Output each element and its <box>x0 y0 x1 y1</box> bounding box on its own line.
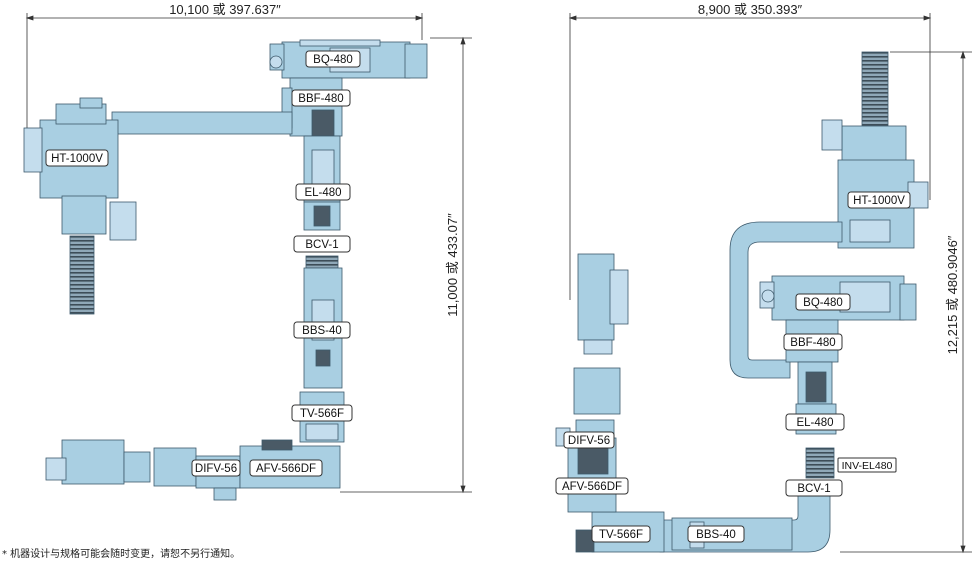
left-label-tv-566f: TV-566F <box>291 404 353 422</box>
left-bbf-480-unit <box>281 77 343 137</box>
right-label-bcv-1: BCV-1 <box>785 479 843 497</box>
right-label-afv-566df: AFV-566DF <box>555 477 629 495</box>
svg-text:BBF-480: BBF-480 <box>298 93 343 105</box>
right-layout: 8,900 或 350.393″ 12,215 或 480.9046″ <box>555 2 972 554</box>
right-label-bbs-40: BBS-40 <box>687 525 745 543</box>
right-label-ht-1000v: HT-1000V <box>847 191 911 209</box>
left-label-ht-1000v: HT-1000V <box>45 149 109 167</box>
svg-text:BBF-480: BBF-480 <box>790 337 835 349</box>
left-bcv-1-unit <box>305 255 339 269</box>
svg-text:AFV-566DF: AFV-566DF <box>562 481 622 493</box>
right-height-dimension: 12,215 或 480.9046″ <box>945 235 960 354</box>
svg-text:BQ-480: BQ-480 <box>313 54 353 66</box>
right-left-column <box>555 253 629 513</box>
left-horizontal-conveyor <box>111 111 293 135</box>
svg-text:INV-EL480: INV-EL480 <box>842 460 893 472</box>
left-label-bcv-1: BCV-1 <box>293 235 351 253</box>
left-label-bbs-40: BBS-40 <box>293 321 351 339</box>
left-label-el-480: EL-480 <box>295 183 351 201</box>
svg-text:BBS-40: BBS-40 <box>302 325 342 337</box>
right-dimension-lines <box>568 13 972 554</box>
left-bbs-40-unit <box>303 267 343 389</box>
left-label-difv-56: DIFV-56 <box>191 459 241 477</box>
svg-text:AFV-566DF: AFV-566DF <box>256 463 316 475</box>
left-label-bq-480: BQ-480 <box>305 50 361 68</box>
left-labels: BQ-480 BBF-480 HT-1000V EL-480 BCV-1 BBS… <box>45 50 361 477</box>
right-label-bbf-480: BBF-480 <box>783 333 843 351</box>
svg-text:TV-566F: TV-566F <box>300 408 344 420</box>
svg-text:BCV-1: BCV-1 <box>305 239 338 251</box>
right-label-inv-el480: INV-EL480 <box>837 457 897 473</box>
left-machines <box>23 39 428 501</box>
right-inv-el480-unit <box>805 447 835 479</box>
left-width-dimension: 10,100 或 397.637″ <box>169 2 281 17</box>
right-machines <box>555 51 929 553</box>
left-dimension-lines <box>25 13 472 494</box>
right-ht-1000v-unit <box>821 51 929 249</box>
left-el-480-unit <box>303 135 341 231</box>
svg-text:EL-480: EL-480 <box>796 417 833 429</box>
svg-text:TV-566F: TV-566F <box>599 529 643 541</box>
right-label-difv-56: DIFV-56 <box>563 431 615 449</box>
right-width-dimension: 8,900 或 350.393″ <box>698 2 803 17</box>
right-label-tv-566f: TV-566F <box>591 525 651 543</box>
svg-text:BBS-40: BBS-40 <box>696 529 736 541</box>
svg-text:HT-1000V: HT-1000V <box>51 153 103 165</box>
svg-text:EL-480: EL-480 <box>304 187 341 199</box>
svg-text:BQ-480: BQ-480 <box>803 297 843 309</box>
svg-text:BCV-1: BCV-1 <box>797 483 830 495</box>
right-bbf-480-unit <box>785 319 839 405</box>
left-label-bbf-480: BBF-480 <box>291 89 351 107</box>
right-labels: HT-1000V BQ-480 BBF-480 EL-480 INV-EL480… <box>555 191 911 543</box>
right-label-bq-480: BQ-480 <box>795 293 851 311</box>
svg-text:DIFV-56: DIFV-56 <box>195 463 237 475</box>
footnote: * 机器设计与规格可能会随时变更，请恕不另行通知。 <box>2 549 241 560</box>
svg-text:HT-1000V: HT-1000V <box>853 195 905 207</box>
left-label-afv-566df: AFV-566DF <box>249 459 323 477</box>
right-label-el-480: EL-480 <box>785 413 845 431</box>
svg-text:DIFV-56: DIFV-56 <box>568 435 610 447</box>
left-height-dimension: 11,000 或 433.07″ <box>445 213 460 317</box>
left-layout: 10,100 或 397.637″ 11,000 或 433.07″ <box>23 2 472 501</box>
